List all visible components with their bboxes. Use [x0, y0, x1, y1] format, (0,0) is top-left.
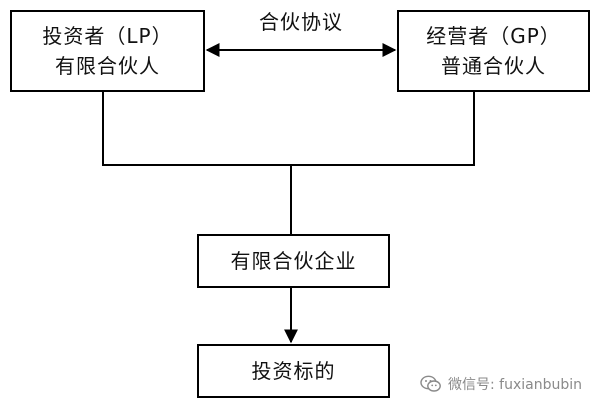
partnership-node: 有限合伙企业 [197, 234, 390, 288]
partnership-label: 有限合伙企业 [230, 249, 357, 273]
lp-title: 投资者（LP） [42, 24, 173, 48]
wechat-icon [420, 375, 441, 392]
agreement-label: 合伙协议 [259, 10, 343, 34]
gp-node: 经营者（GP） 普通合伙人 [397, 10, 590, 92]
lp-subtitle: 有限合伙人 [55, 54, 160, 78]
gp-subtitle: 普通合伙人 [441, 54, 546, 78]
watermark-text: 微信号: fuxianbubin [448, 377, 583, 393]
gp-title: 经营者（GP） [426, 24, 561, 48]
lp-node: 投资者（LP） 有限合伙人 [10, 10, 205, 92]
target-node: 投资标的 [197, 344, 390, 398]
watermark: 微信号: fuxianbubin [420, 372, 582, 396]
target-label: 投资标的 [251, 359, 336, 383]
